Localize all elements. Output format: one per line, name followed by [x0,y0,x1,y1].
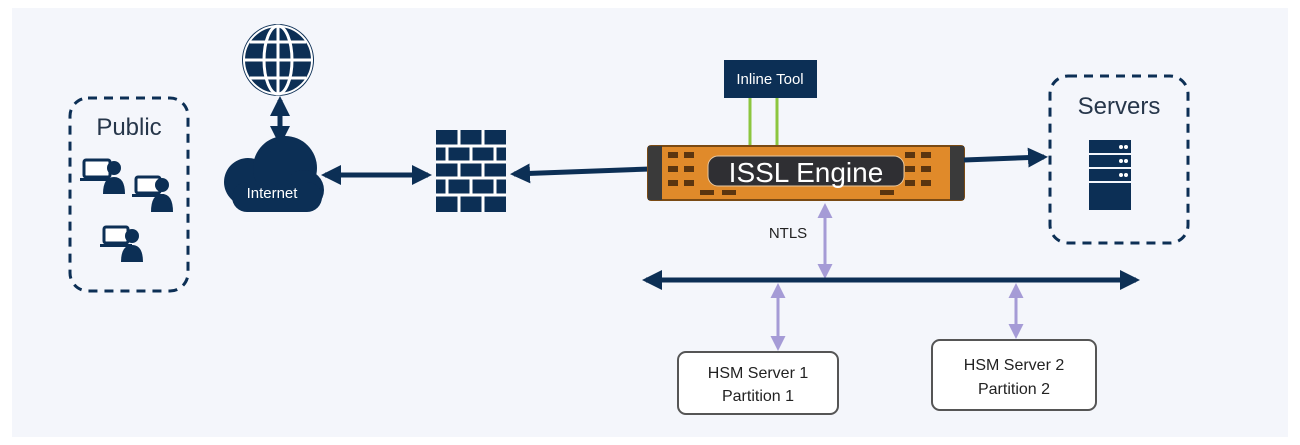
engine-servers-link [963,147,1048,168]
user-laptop-icon [100,225,143,262]
internet-cloud-icon [224,136,324,212]
engine-firewall-link [510,163,651,184]
ntls-label: NTLS [769,225,807,242]
public-group-box [68,96,190,293]
user-laptop-icon [80,158,125,194]
public-label: Public [96,114,161,141]
globe-icon [242,24,314,96]
hsm-server-2-partition: Partition 2 [978,381,1050,398]
hsm-server-2-name: HSM Server 2 [964,357,1065,374]
internet-label: Internet [247,185,299,202]
user-laptop-icon [132,175,173,212]
inline-tool-box [724,60,817,98]
firewall-icon [436,130,506,212]
hsm-server-1-box [677,351,839,415]
issl-engine-label: ISSL Engine [729,157,884,188]
issl-engine-appliance-icon [647,145,965,201]
hsm-server-1-name: HSM Server 1 [708,365,809,382]
hsm-server-2-box [931,339,1097,411]
servers-group-box [1048,74,1190,245]
server-rack-icon [1089,140,1131,210]
servers-label: Servers [1078,93,1161,120]
hsm-server-1-partition: Partition 1 [722,388,794,405]
inline-tool-label: Inline Tool [736,71,803,88]
